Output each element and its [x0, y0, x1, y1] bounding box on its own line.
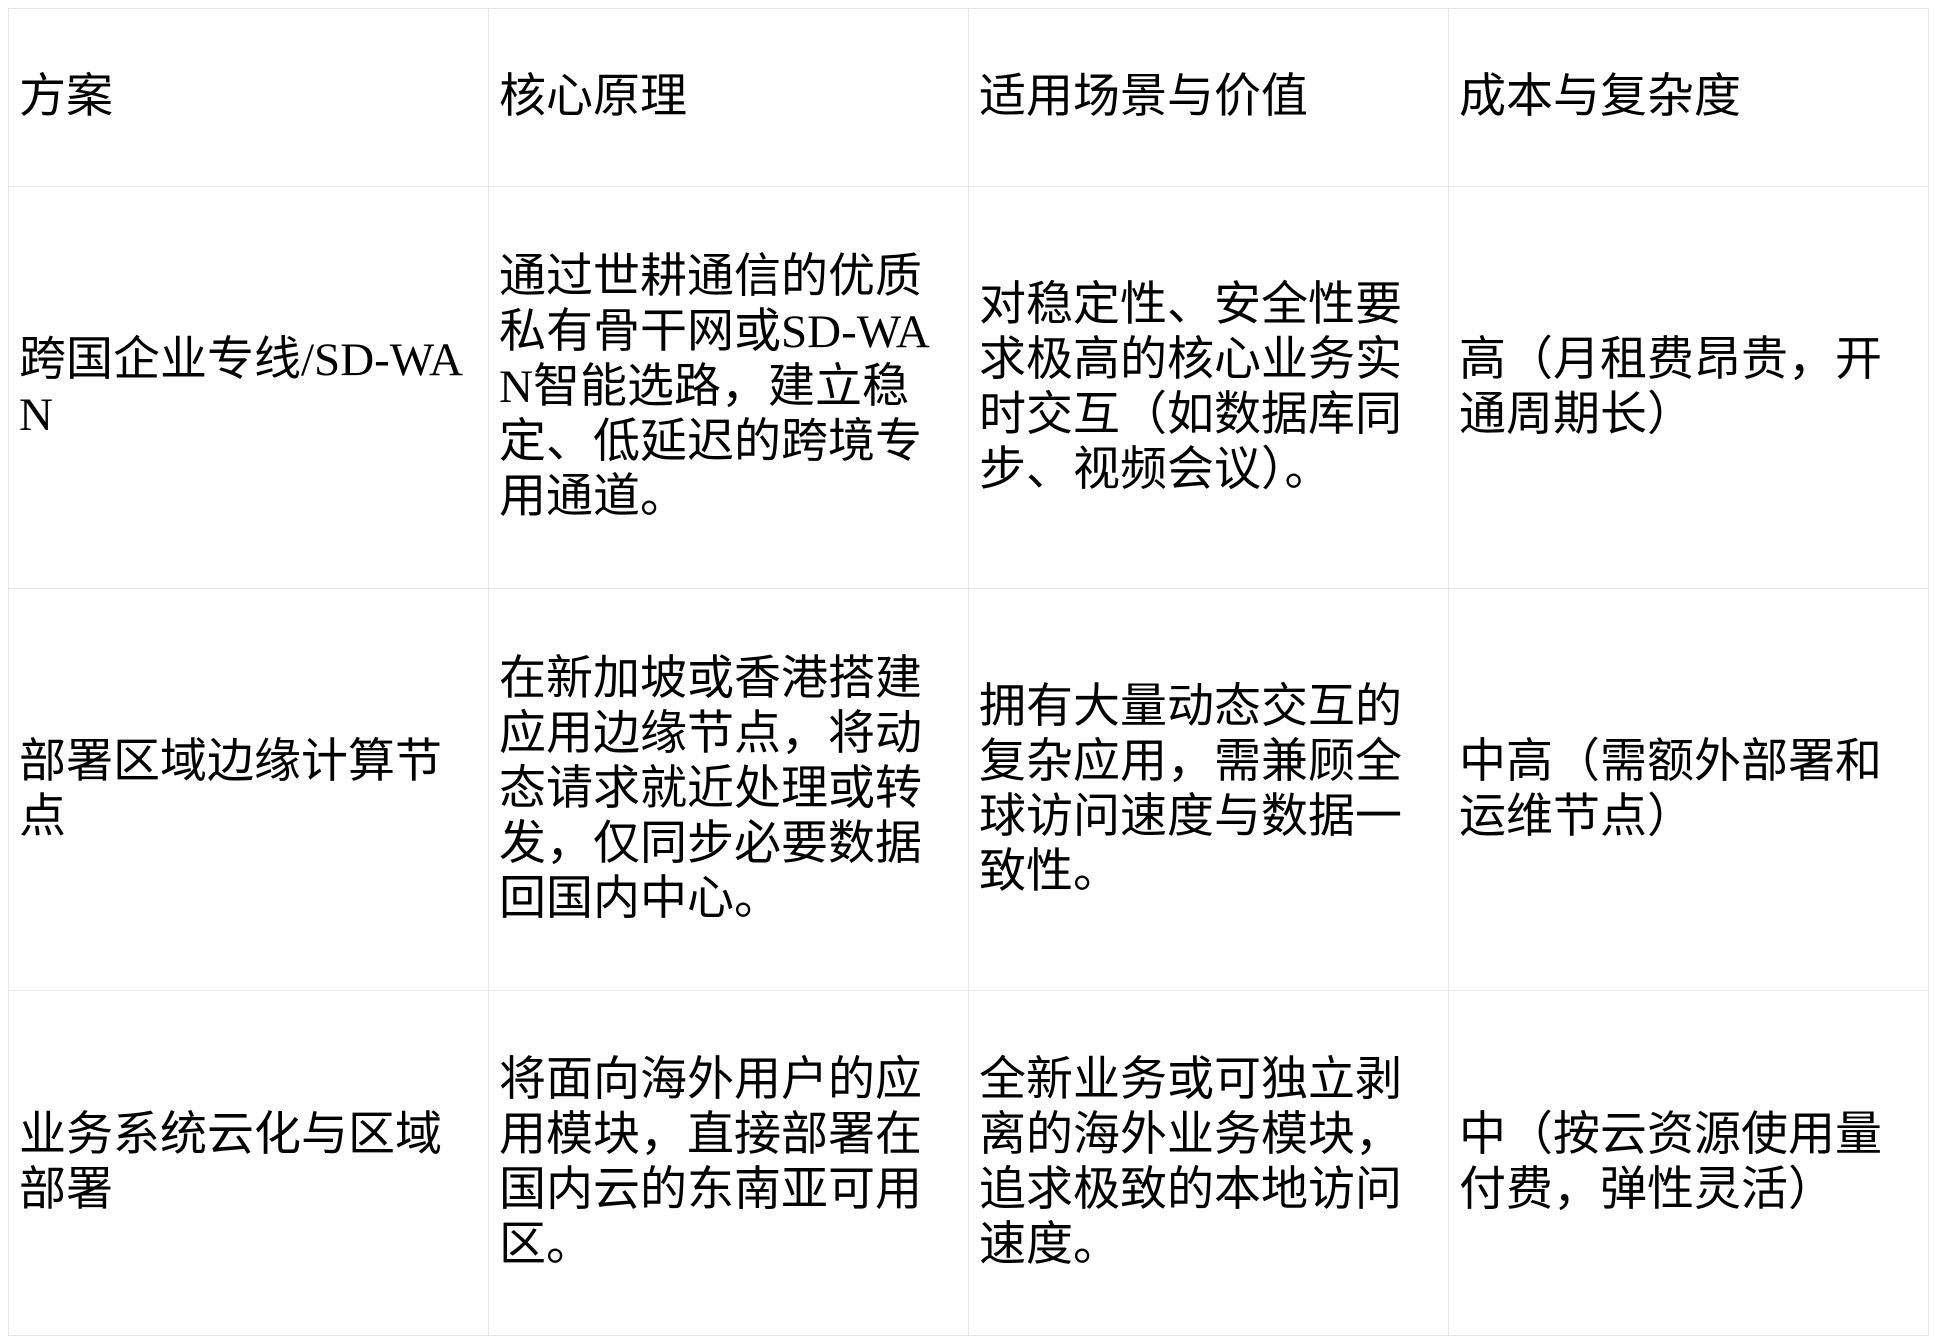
- cell-core-principle: 通过世耕通信的优质私有骨干网或SD-WAN智能选路，建立稳定、低延迟的跨境专用通…: [488, 186, 969, 589]
- cell-solution: 业务系统云化与区域部署: [8, 990, 489, 1336]
- table-row: 业务系统云化与区域部署 将面向海外用户的应用模块，直接部署在国内云的东南亚可用区…: [8, 990, 1929, 1336]
- cell-cost-complexity: 中（按云资源使用量付费，弹性灵活）: [1448, 990, 1929, 1336]
- cell-scenario-value: 全新业务或可独立剥离的海外业务模块，追求极致的本地访问速度。: [968, 990, 1449, 1336]
- cell-solution: 跨国企业专线/SD-WAN: [8, 186, 489, 589]
- table-header-row: 方案 核心原理 适用场景与价值 成本与复杂度: [8, 8, 1929, 187]
- table-row: 部署区域边缘计算节点 在新加坡或香港搭建应用边缘节点，将动态请求就近处理或转发，…: [8, 588, 1929, 991]
- cell-cost-complexity: 高（月租费昂贵，开通周期长）: [1448, 186, 1929, 589]
- comparison-table-container: 方案 核心原理 适用场景与价值 成本与复杂度 跨国企业专线/SD-WAN 通过世…: [8, 8, 1929, 1336]
- header-scenario-value: 适用场景与价值: [968, 8, 1449, 187]
- cell-solution: 部署区域边缘计算节点: [8, 588, 489, 991]
- header-solution: 方案: [8, 8, 489, 187]
- cell-scenario-value: 对稳定性、安全性要求极高的核心业务实时交互（如数据库同步、视频会议）。: [968, 186, 1449, 589]
- solution-comparison-table: 方案 核心原理 适用场景与价值 成本与复杂度 跨国企业专线/SD-WAN 通过世…: [8, 8, 1929, 1336]
- cell-core-principle: 将面向海外用户的应用模块，直接部署在国内云的东南亚可用区。: [488, 990, 969, 1336]
- header-cost-complexity: 成本与复杂度: [1448, 8, 1929, 187]
- cell-cost-complexity: 中高（需额外部署和运维节点）: [1448, 588, 1929, 991]
- header-core-principle: 核心原理: [488, 8, 969, 187]
- cell-scenario-value: 拥有大量动态交互的复杂应用，需兼顾全球访问速度与数据一致性。: [968, 588, 1449, 991]
- table-row: 跨国企业专线/SD-WAN 通过世耕通信的优质私有骨干网或SD-WAN智能选路，…: [8, 186, 1929, 589]
- cell-core-principle: 在新加坡或香港搭建应用边缘节点，将动态请求就近处理或转发，仅同步必要数据回国内中…: [488, 588, 969, 991]
